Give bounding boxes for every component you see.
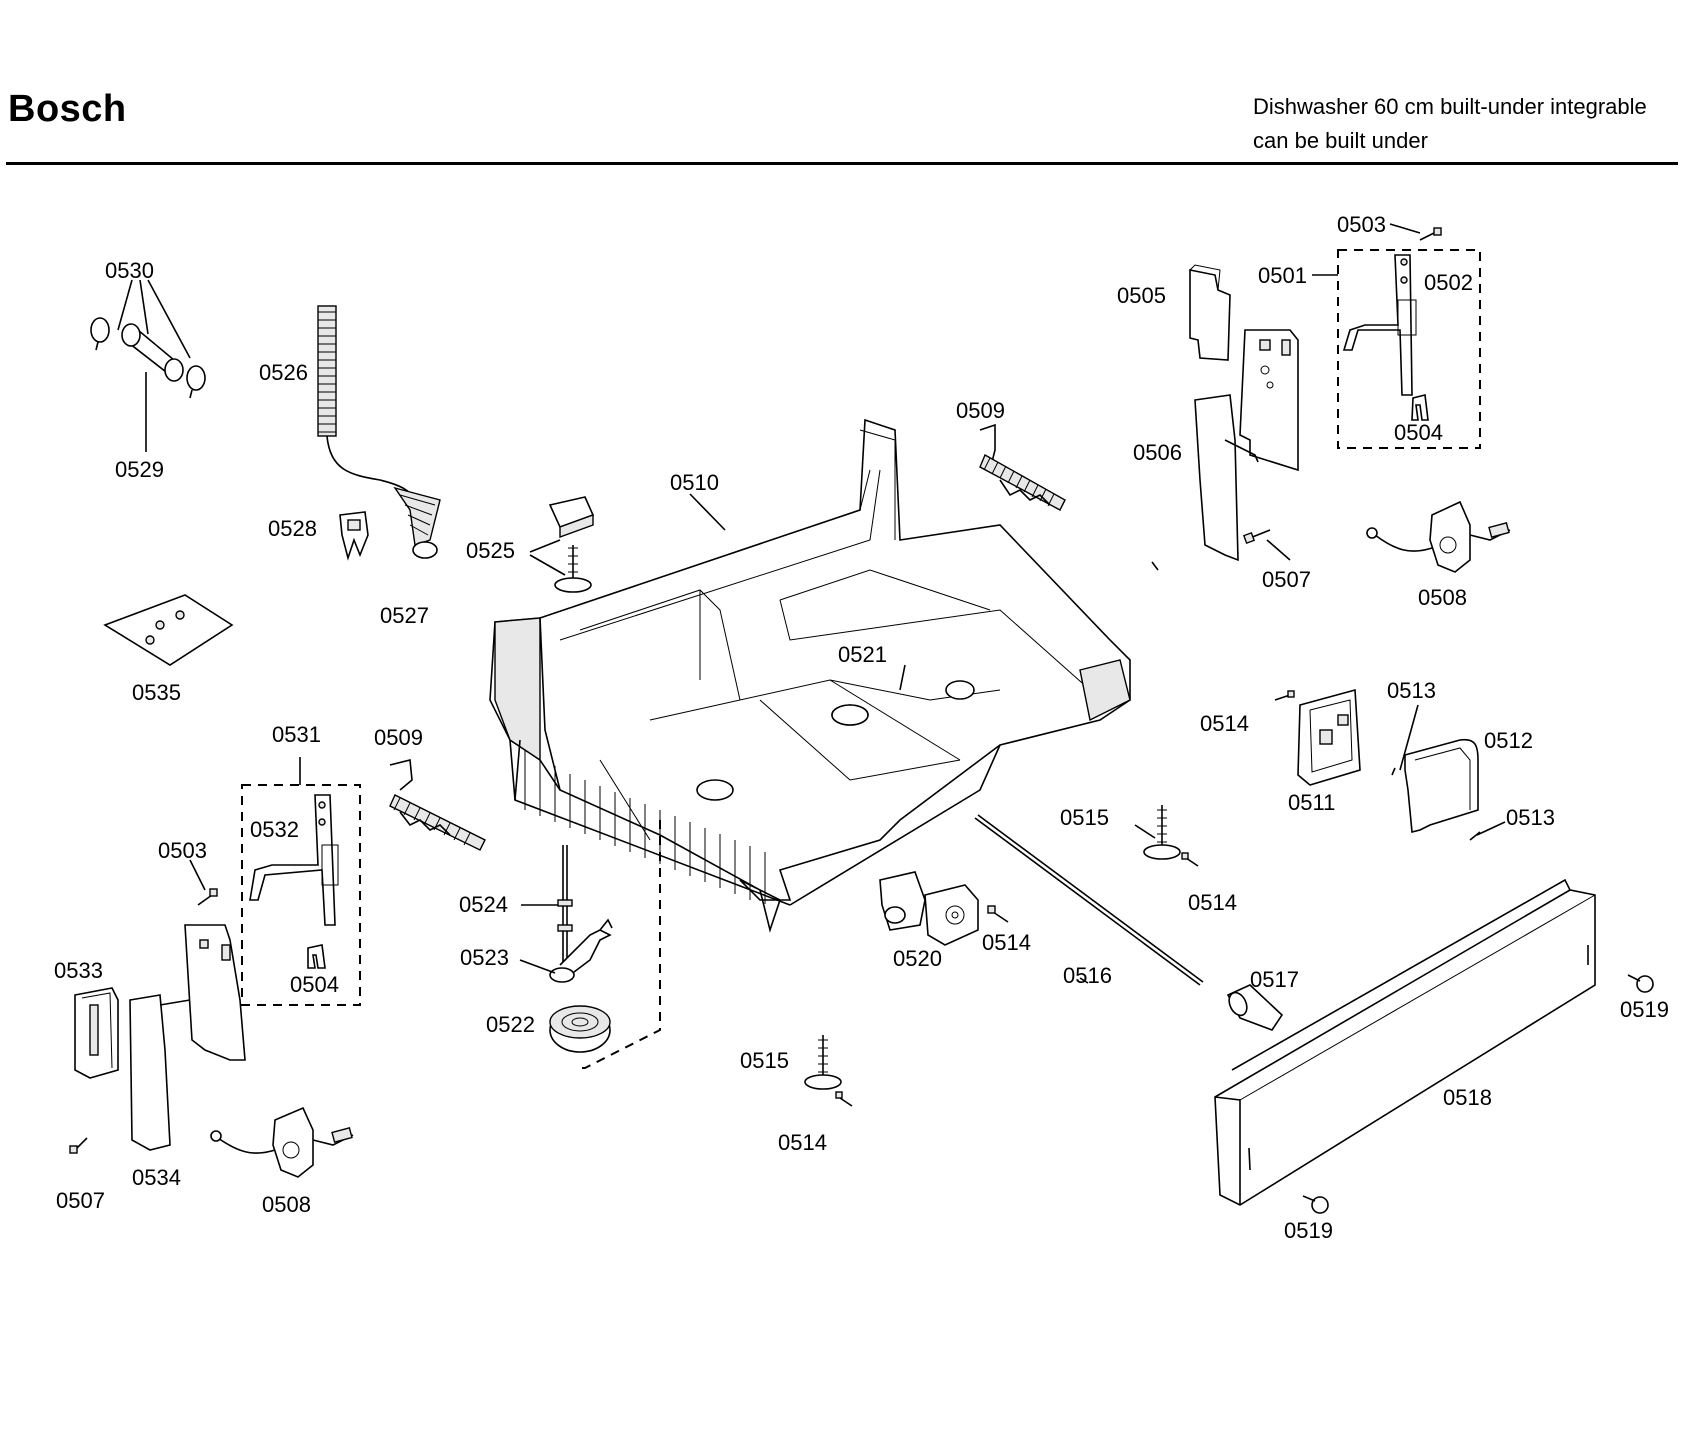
label-0525: 0525	[466, 538, 515, 563]
label-0521: 0521	[838, 642, 887, 667]
label-0530: 0530	[105, 258, 154, 283]
label-0507-left: 0507	[56, 1188, 105, 1213]
label-0507-right: 0507	[1262, 567, 1311, 592]
screw-0507-left-drawing	[69, 1137, 88, 1154]
label-0523: 0523	[460, 945, 509, 970]
bracket-0506-drawing	[1194, 329, 1299, 562]
knob-0517-drawing	[1226, 984, 1284, 1031]
label-0518: 0518	[1443, 1085, 1492, 1110]
model-description: Dishwasher 60 cm built-under integrable …	[1253, 90, 1647, 158]
label-0522: 0522	[486, 1012, 535, 1037]
label-0511: 0511	[1288, 790, 1335, 815]
label-0503-top: 0503	[1337, 212, 1386, 237]
label-0524: 0524	[459, 892, 508, 917]
clip-0504-left-drawing	[307, 944, 326, 969]
label-0509-lower: 0509	[374, 725, 423, 750]
screw-0503-top-drawing	[1419, 227, 1442, 241]
label-0516: 0516	[1063, 963, 1112, 988]
foot-0515-upper-drawing	[1143, 805, 1181, 860]
label-0502: 0502	[1424, 270, 1473, 295]
bracket-0533-drawing	[74, 987, 119, 1079]
bracket-0534-drawing	[129, 924, 246, 1151]
lever-0524-drawing	[557, 845, 573, 965]
assembly-box-0501	[1337, 249, 1481, 449]
hose-clamp-assembly-drawing	[90, 317, 206, 399]
label-0514-lower-right: 0514	[982, 930, 1031, 955]
label-0517: 0517	[1250, 967, 1299, 992]
brand-title: Bosch	[8, 88, 127, 130]
pump-0508-left-drawing	[210, 1106, 354, 1178]
screw-0514-bottom-drawing	[835, 1091, 853, 1107]
screw-0519-bottom-drawing	[1302, 1195, 1329, 1214]
float-part-drawing	[831, 704, 869, 726]
cover-0512-drawing	[1404, 738, 1479, 834]
screw-0514-middle-drawing	[1181, 852, 1199, 867]
label-0529: 0529	[115, 457, 164, 482]
part-labels: 0503 0501 0502 0505 0504 0506 0507 0508 …	[54, 212, 1669, 1243]
label-0515-lower: 0515	[740, 1048, 789, 1073]
spring-upper-drawing	[979, 423, 1066, 511]
bracket-0532-drawing	[249, 794, 339, 926]
model-description-line2: can be built under	[1253, 128, 1428, 153]
label-0504-right: 0504	[1394, 420, 1443, 445]
bracket-0502-drawing	[1342, 254, 1417, 396]
screw-0519-right-drawing	[1627, 974, 1654, 993]
label-0506: 0506	[1133, 440, 1182, 465]
kick-panel-0518-drawing	[1214, 878, 1596, 1206]
label-0503-left: 0503	[158, 838, 207, 863]
label-0510: 0510	[670, 470, 719, 495]
screw-0503-left-drawing	[197, 888, 218, 906]
model-description-line1: Dishwasher 60 cm built-under integrable	[1253, 94, 1647, 119]
clip-0504-right-drawing	[1411, 394, 1429, 421]
header-divider	[6, 162, 1678, 165]
label-0533: 0533	[54, 958, 103, 983]
label-0519-bottom: 0519	[1284, 1218, 1333, 1243]
corrugated-hose-drawing	[317, 305, 441, 559]
bracket-0505-drawing	[1189, 264, 1231, 361]
label-0535: 0535	[132, 680, 181, 705]
screw-0513-lower-drawing	[1469, 831, 1481, 841]
label-0528: 0528	[268, 516, 317, 541]
label-0508-left: 0508	[262, 1192, 311, 1217]
spring-lower-drawing	[389, 758, 486, 851]
label-0534: 0534	[132, 1165, 181, 1190]
label-0532: 0532	[250, 817, 299, 842]
label-0519-right: 0519	[1620, 997, 1669, 1022]
valve-0520-drawing	[879, 871, 979, 946]
label-0514-middle: 0514	[1188, 890, 1237, 915]
label-0512: 0512	[1484, 728, 1533, 753]
label-0514-bottom: 0514	[778, 1130, 827, 1155]
bearing-part-drawing	[548, 496, 595, 593]
screw-0513-upper-drawing	[1391, 767, 1396, 776]
base-tub-drawing	[489, 418, 1131, 933]
label-0515-upper: 0515	[1060, 805, 1109, 830]
label-0505: 0505	[1117, 283, 1166, 308]
label-0509-upper: 0509	[956, 398, 1005, 423]
assembly-box-0531	[241, 784, 361, 1006]
label-0526: 0526	[259, 360, 308, 385]
screw-0514-lower-right-drawing	[987, 905, 1009, 923]
label-0504-left: 0504	[290, 972, 339, 997]
label-0508-right: 0508	[1418, 585, 1467, 610]
label-0520: 0520	[893, 946, 942, 971]
rod-0516-drawing	[974, 814, 1204, 986]
pump-0508-right-drawing	[1366, 500, 1511, 573]
control-box-0511-drawing	[1297, 688, 1361, 786]
screw-0514-upper-drawing	[1274, 690, 1295, 701]
foot-0515-lower-drawing	[804, 1035, 842, 1090]
float-lever-0523-drawing	[549, 918, 613, 983]
label-0513-upper: 0513	[1387, 678, 1436, 703]
label-0531: 0531	[272, 722, 321, 747]
hose-clip-drawing	[339, 511, 369, 561]
label-0501: 0501	[1258, 263, 1307, 288]
pouch-drawing	[103, 594, 234, 666]
float-0522-drawing	[549, 1005, 611, 1053]
label-0514-upper: 0514	[1200, 711, 1249, 736]
label-0513-lower: 0513	[1506, 805, 1555, 830]
label-0527: 0527	[380, 603, 429, 628]
screw-0507-right-drawing	[1242, 529, 1271, 545]
